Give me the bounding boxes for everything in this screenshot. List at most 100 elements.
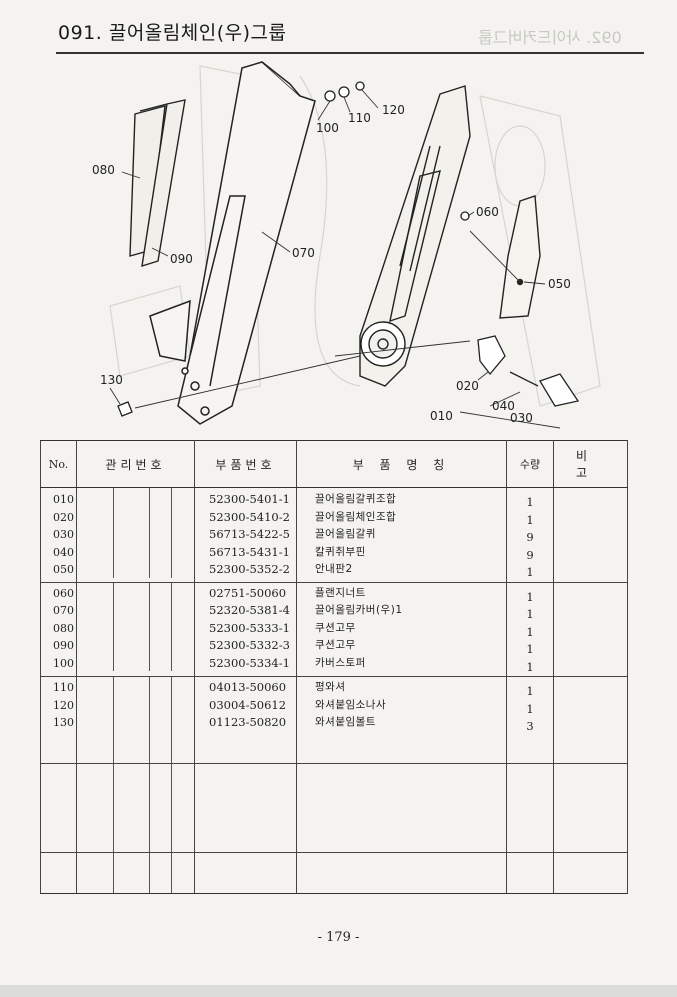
callout-070: 070	[292, 246, 315, 260]
callout-080: 080	[92, 163, 115, 177]
scan-edge-band	[0, 985, 677, 997]
part-number: 56713-5431-1	[209, 544, 290, 559]
callout-130: 130	[100, 373, 123, 387]
cell-code: 02751-50060 52320-5381-4 52300-5333-1 52…	[194, 582, 297, 677]
cell-qty: 1 1 1 1 1	[506, 582, 554, 677]
col-header-no: No.	[40, 440, 77, 488]
part-qty: 9	[526, 547, 534, 562]
part-no: 070	[53, 604, 74, 617]
part-name: 안내판2	[315, 563, 353, 575]
part-name: 와셔붙임볼트	[315, 716, 376, 728]
part-name: 쿠션고무	[315, 639, 356, 651]
cell-note	[553, 582, 628, 677]
part-number: 03004-50612	[209, 697, 287, 712]
part-no: 040	[53, 545, 74, 559]
table-row-group: 110 120 130 04013-50060 03004-50612 0112…	[40, 676, 628, 764]
part-name: 끌어올림카버(우)1	[315, 604, 403, 616]
part-name: 칼퀴취부핀	[315, 545, 366, 558]
part-no: 100	[53, 656, 74, 670]
col-header-note: 비 고	[553, 440, 628, 488]
lift-chain-cover	[149, 61, 316, 425]
cell-name	[296, 763, 507, 853]
part-no: 020	[53, 510, 74, 524]
cell-name	[296, 852, 507, 894]
callout-010: 010	[430, 409, 453, 423]
col-header-mgmt: 관리번호	[76, 440, 195, 488]
part-number: 52300-5352-2	[209, 562, 290, 576]
col-header-qty: 수량	[506, 440, 554, 488]
callout-040: 040	[492, 399, 515, 413]
part-no: 130	[53, 716, 74, 729]
part-no: 010	[53, 493, 74, 506]
part-name: 끌어올림체인조합	[315, 510, 397, 523]
cell-no	[40, 763, 77, 853]
part-qty: 3	[526, 719, 534, 733]
cell-qty	[506, 852, 554, 894]
part-qty: 1	[526, 607, 534, 621]
callout-labels: 080 090 070 100 110 120 060 050 130 020 …	[92, 103, 571, 425]
cell-note	[553, 487, 628, 583]
part-number: 52300-5401-1	[209, 492, 290, 506]
cell-code	[194, 763, 297, 853]
part-qty: 1	[526, 642, 534, 656]
part-name: 끌어올림갈퀴	[315, 528, 376, 540]
table-header-row: No. 관리번호 부품번호 부 품 명 칭 수량 비 고	[40, 440, 628, 488]
cell-name: 끌어올림갈퀴조합 끌어올림체인조합 끌어올림갈퀴 칼퀴취부핀 안내판2	[296, 487, 507, 583]
part-no: 030	[53, 528, 74, 541]
callout-020: 020	[456, 379, 479, 393]
callout-120: 120	[382, 103, 405, 117]
part-qty: 1	[526, 495, 534, 509]
part-qty: 1	[526, 589, 534, 604]
part-qty: 1	[526, 624, 534, 639]
part-number: 52300-5332-3	[209, 638, 290, 652]
parts-list-table: No. 관리번호 부품번호 부 품 명 칭 수량 비 고 010 020 030…	[40, 440, 628, 894]
cell-no: 060 070 080 090 100	[40, 582, 77, 677]
part-no: 050	[53, 563, 74, 576]
cell-mgmt	[76, 487, 195, 583]
part-number: 56713-5422-5	[209, 527, 290, 541]
callout-060: 060	[476, 205, 499, 219]
guide-plate	[499, 195, 541, 319]
title-rule	[56, 52, 644, 54]
cell-name: 평와셔 와셔붙임소나사 와셔붙임볼트	[296, 676, 507, 764]
cell-qty: 1 1 3	[506, 676, 554, 764]
bleed-through-title: 092. 사이드커버그룹	[478, 28, 622, 47]
page-number: - 179 -	[317, 930, 360, 945]
cell-qty	[506, 763, 554, 853]
part-no: 060	[53, 586, 74, 600]
cell-no: 010 020 030 040 050	[40, 487, 77, 583]
part-no: 120	[53, 698, 74, 712]
part-name: 쿠션고무	[315, 621, 356, 634]
cell-qty: 1 1 9 9 1	[506, 487, 554, 583]
part-qty: 9	[526, 530, 534, 544]
cell-code: 52300-5401-1 52300-5410-2 56713-5422-5 5…	[194, 487, 297, 583]
part-no: 090	[53, 639, 74, 652]
cell-note	[553, 852, 628, 894]
part-number: 01123-50820	[209, 715, 287, 729]
cell-note	[553, 763, 628, 853]
col-header-name: 부 품 명 칭	[296, 440, 507, 488]
cell-code	[194, 852, 297, 894]
part-name: 카버스토퍼	[315, 656, 366, 669]
part-number: 52300-5334-1	[209, 655, 290, 670]
cell-mgmt	[76, 763, 195, 853]
lift-chain-assembly	[359, 85, 471, 387]
col-header-code: 부품번호	[194, 440, 297, 488]
part-no: 080	[53, 621, 74, 635]
part-number: 52300-5410-2	[209, 509, 290, 524]
cell-mgmt	[76, 852, 195, 894]
callout-050: 050	[548, 277, 571, 291]
part-no: 110	[53, 681, 74, 694]
callout-030: 030	[510, 411, 533, 425]
part-name: 평와셔	[315, 681, 346, 693]
cell-mgmt	[76, 676, 195, 764]
part-number: 02751-50060	[209, 585, 287, 600]
part-qty: 1	[526, 684, 534, 698]
callout-090: 090	[170, 252, 193, 266]
cell-name: 플랜지너트 끌어올림카버(우)1 쿠션고무 쿠션고무 카버스토퍼	[296, 582, 507, 677]
page-title: 091. 끌어올림체인(우)그룹	[58, 22, 287, 44]
part-qty: 1	[526, 512, 534, 527]
cushion-rubber-strips	[129, 99, 186, 268]
part-name: 끌어올림갈퀴조합	[315, 493, 397, 505]
